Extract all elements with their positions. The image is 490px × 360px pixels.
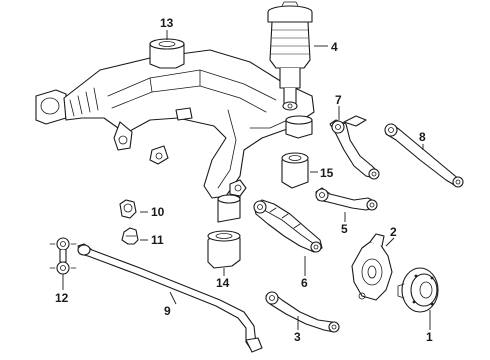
- bracket-11: [121, 227, 139, 245]
- callout-11: 11: [151, 233, 164, 247]
- callout-6: 6: [301, 276, 308, 290]
- callout-7: 7: [335, 93, 342, 107]
- rear-subframe: [35, 38, 315, 223]
- stabilizer-bar: [77, 243, 263, 353]
- callout-8: 8: [419, 130, 426, 144]
- lateral-link-5: [315, 187, 378, 211]
- wheel-hub: [397, 267, 439, 313]
- wheel-knuckle: [351, 233, 393, 301]
- callout-2: 2: [390, 225, 397, 239]
- stabilizer-link: [49, 237, 77, 275]
- callout-13: 13: [160, 16, 174, 30]
- callout-12: 12: [55, 291, 69, 305]
- callout-14: 14: [216, 276, 230, 290]
- lower-control-arm: [253, 199, 323, 253]
- toe-link: [265, 291, 340, 333]
- callout-5: 5: [341, 222, 348, 236]
- callouts: 13 4 7 8 15 5 2 6 1 3 14 10 11 12 9: [55, 16, 433, 344]
- callout-10: 10: [151, 205, 165, 219]
- callout-3: 3: [294, 330, 301, 344]
- trailing-link: [384, 123, 464, 188]
- bushing-10: [119, 199, 137, 219]
- upper-control-arm: [329, 115, 380, 180]
- bushing-15: [281, 152, 309, 189]
- callout-9: 9: [164, 304, 171, 318]
- callout-15: 15: [320, 166, 334, 180]
- leader-lines: [62, 30, 431, 330]
- bushing-14: [207, 230, 241, 269]
- air-spring: [267, 1, 313, 111]
- callout-1: 1: [426, 330, 433, 344]
- callout-4: 4: [331, 40, 338, 54]
